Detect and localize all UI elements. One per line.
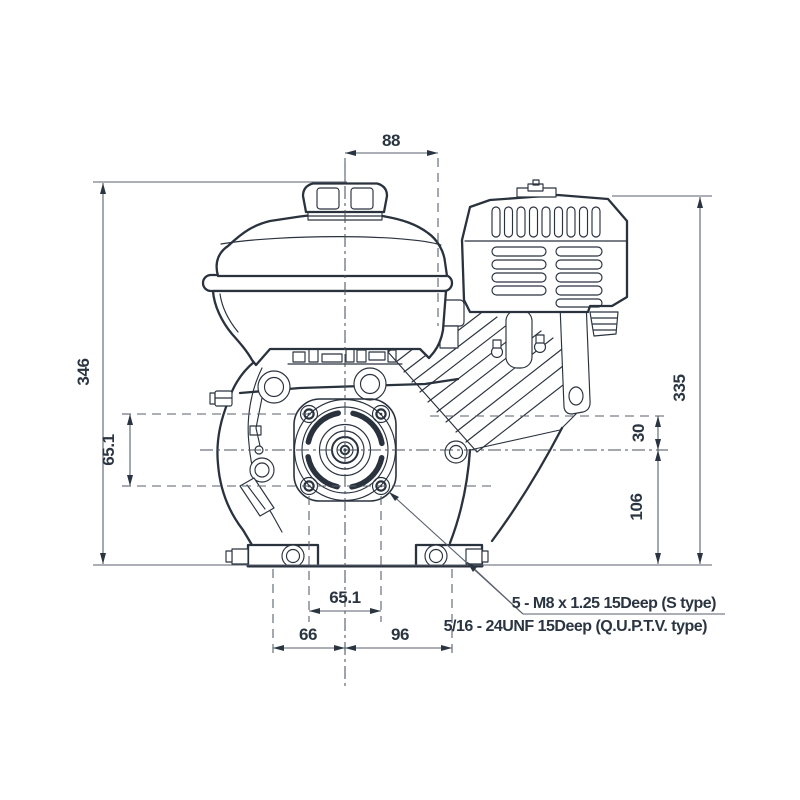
thread-spec-q-label: 5/16 - 24UNF 15Deep (Q.U.P.T.V. type) — [444, 618, 708, 635]
dimension-65-1-left: 65.1 — [99, 414, 133, 486]
thread-spec-callout: 5 - M8 x 1.25 15Deep (S type) 5/16 - 24U… — [388, 491, 725, 635]
dim-label-65-1-bottom: 65.1 — [329, 588, 361, 607]
spark-plug-tube — [505, 309, 533, 369]
dimension-106: 106 — [627, 450, 661, 564]
dim-label-106: 106 — [627, 493, 646, 520]
dimension-335: 335 — [670, 197, 703, 564]
muffler-louvers — [491, 246, 603, 308]
case-boss-top-left — [257, 370, 291, 404]
muffler-vertical-slots — [491, 206, 601, 238]
muffler — [460, 179, 629, 337]
case-boss-right — [444, 440, 468, 464]
dimension-30: 30 — [629, 416, 661, 450]
engine-drawing — [201, 179, 629, 568]
dimension-88: 88 — [345, 131, 438, 156]
thread-spec-s-label: 5 - M8 x 1.25 15Deep (S type) — [512, 595, 716, 612]
dimension-96: 96 — [345, 625, 452, 651]
dim-label-88: 88 — [382, 131, 400, 150]
lever-blade — [239, 477, 275, 517]
dim-label-346: 346 — [74, 358, 93, 385]
dim-label-335: 335 — [670, 374, 689, 401]
fuel-tank — [201, 212, 454, 367]
governor-linkage — [209, 390, 264, 455]
extension-lines — [93, 158, 712, 658]
case-boss-left — [249, 457, 275, 483]
dim-label-96: 96 — [391, 625, 409, 644]
exhaust-outlet — [589, 311, 619, 337]
dimension-66: 66 — [273, 625, 345, 651]
crankcase — [209, 343, 577, 547]
dim-label-30: 30 — [629, 424, 648, 442]
dim-label-65-1-left: 65.1 — [99, 434, 118, 466]
head-bolts — [490, 334, 547, 359]
dim-label-66: 66 — [299, 625, 317, 644]
case-boss-top-right — [353, 367, 387, 401]
centerlines — [200, 162, 668, 688]
tank-seam-bead — [201, 273, 454, 293]
mounting-foot-right — [414, 543, 489, 568]
dimension-346: 346 — [74, 183, 106, 564]
dimension-65-1-bottom: 65.1 — [309, 588, 381, 614]
mounting-foot-left — [225, 543, 320, 568]
